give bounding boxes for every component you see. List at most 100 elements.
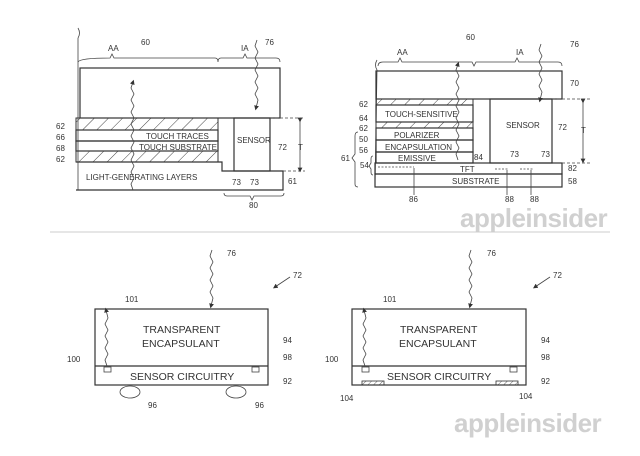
figure-top-right: AA 60 IA 76 70 62 64 62 50 56 61 54 TOUC…	[341, 33, 608, 233]
touch-substrate-label: TOUCH SUBSTRATE	[139, 143, 217, 152]
sensor-label: SENSOR	[237, 136, 271, 145]
encapsulation-label: ENCAPSULATION	[385, 143, 452, 152]
ref-100: 100	[325, 355, 339, 364]
sensor-box	[233, 117, 271, 172]
component-100	[103, 366, 112, 373]
ref-98: 98	[541, 353, 550, 362]
ref-80: 80	[249, 201, 258, 210]
component-100	[361, 366, 370, 373]
solder-bump-96	[119, 385, 141, 399]
tft-label: TFT	[460, 165, 475, 174]
ref-61: 61	[288, 177, 297, 186]
aa-ia-brace	[77, 53, 281, 63]
solder-bump-96-second	[225, 385, 247, 399]
ref-88: 88	[505, 195, 514, 204]
sensor-circuitry-label: SENSOR CIRCUITRY	[130, 371, 234, 383]
hatched-layer-62b	[75, 150, 219, 163]
wavy-arrow-76	[209, 249, 214, 309]
ref-73: 73	[232, 178, 241, 187]
ref-72: 72	[293, 271, 302, 280]
ref-76: 76	[265, 38, 274, 47]
transparent-label: TRANSPARENT	[400, 324, 478, 336]
label-t: T	[298, 143, 303, 152]
ref-96-second: 96	[255, 401, 264, 410]
ref-50: 50	[359, 135, 368, 144]
ref-76: 76	[570, 40, 579, 49]
ref-88-second: 88	[530, 195, 539, 204]
ref-101: 101	[383, 295, 397, 304]
ref-100: 100	[67, 355, 81, 364]
ref-68: 68	[56, 144, 65, 153]
watermark-bottom: appleinsider	[454, 408, 602, 438]
ref-98: 98	[283, 353, 292, 362]
ref-64: 64	[359, 114, 368, 123]
brace-54	[368, 155, 374, 176]
sensor-label: SENSOR	[506, 121, 540, 130]
ref-70: 70	[570, 79, 579, 88]
substrate-label: SUBSTRATE	[452, 177, 499, 186]
ref-62: 62	[56, 122, 65, 131]
label-ia: IA	[516, 48, 524, 57]
light-generating-label: LIGHT-GENERATING LAYERS	[86, 173, 197, 182]
ref-54: 54	[360, 161, 369, 170]
ref-86: 86	[409, 195, 418, 204]
ref-76: 76	[227, 249, 236, 258]
ref-60: 60	[141, 38, 150, 47]
ref-66: 66	[56, 133, 65, 142]
ref-62: 62	[359, 100, 368, 109]
ref-96: 96	[148, 401, 157, 410]
encapsulant-label: ENCAPSULANT	[399, 338, 477, 350]
wavy-arrow-76	[254, 39, 259, 111]
label-ia: IA	[241, 44, 249, 53]
wavy-arrow-76	[468, 249, 473, 309]
ref-73-second: 73	[541, 150, 550, 159]
break-line	[374, 59, 378, 188]
arrow-72	[533, 276, 551, 289]
encapsulant-label: ENCAPSULANT	[142, 338, 220, 350]
component-98	[251, 366, 260, 373]
ref-104-second: 104	[519, 392, 533, 401]
watermark-top: appleinsider	[460, 203, 608, 233]
sensor-circuitry-label: SENSOR CIRCUITRY	[387, 371, 491, 383]
ref-76: 76	[487, 249, 496, 258]
figure-top-left: AA 60 IA 76 62 66 68 62 TOUCH TRACES TOU…	[56, 27, 305, 210]
ref-104: 104	[340, 394, 354, 403]
substrate-layer	[374, 173, 563, 188]
ref-72: 72	[553, 271, 562, 280]
pad-104-second	[495, 380, 519, 386]
hatched-layer-62	[375, 98, 474, 106]
ref-73-second: 73	[250, 178, 259, 187]
ref-92: 92	[541, 377, 550, 386]
sensor-package	[94, 308, 269, 386]
transparent-label: TRANSPARENT	[143, 324, 221, 336]
ref-72: 72	[278, 143, 287, 152]
label-aa: AA	[108, 44, 119, 53]
component-98	[509, 366, 518, 373]
touch-traces-label: TOUCH TRACES	[146, 132, 209, 141]
pad-104	[361, 380, 385, 386]
label-aa: AA	[397, 48, 408, 57]
hatched-layer-62	[75, 117, 219, 131]
break-line	[77, 27, 80, 190]
emissive-label: EMISSIVE	[398, 154, 436, 163]
ref-94: 94	[283, 336, 292, 345]
dotted-traces	[378, 166, 533, 170]
ref-82: 82	[568, 164, 577, 173]
ref-61: 61	[341, 154, 350, 163]
ref-73: 73	[510, 150, 519, 159]
brace-80	[223, 192, 285, 201]
cover-layer-70	[375, 70, 563, 100]
figure-bottom-left: 76 72 101 TRANSPARENT ENCAPSULANT SENSOR…	[67, 249, 302, 410]
touch-sensitive-label: TOUCH-SENSITIVE	[385, 110, 458, 119]
aa-ia-brace	[377, 57, 563, 67]
ref-72: 72	[558, 123, 567, 132]
ref-94: 94	[541, 336, 550, 345]
ref-62-lower: 62	[56, 155, 65, 164]
figure-bottom-right: 76 72 101 TRANSPARENT ENCAPSULANT SENSOR…	[325, 249, 602, 438]
cover-layer	[79, 67, 281, 119]
label-t: T	[581, 126, 586, 135]
sensor-package	[351, 308, 527, 386]
polarizer-label: POLARIZER	[394, 131, 440, 140]
